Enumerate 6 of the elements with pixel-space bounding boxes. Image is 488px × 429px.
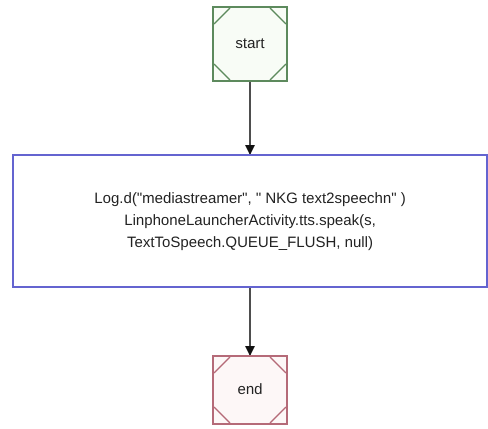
node-label: end — [237, 380, 263, 400]
node-label: start — [235, 34, 265, 54]
arrow — [245, 288, 255, 356]
process-box — [12, 154, 488, 288]
arrow — [245, 82, 255, 155]
node-label: Log.d("mediastreamer", " NKG text2speechn" ) LinphoneLauncherActivity.tts.speak(s, TextToSpeech.QUEUE_FLUSH, null) — [93, 189, 407, 253]
